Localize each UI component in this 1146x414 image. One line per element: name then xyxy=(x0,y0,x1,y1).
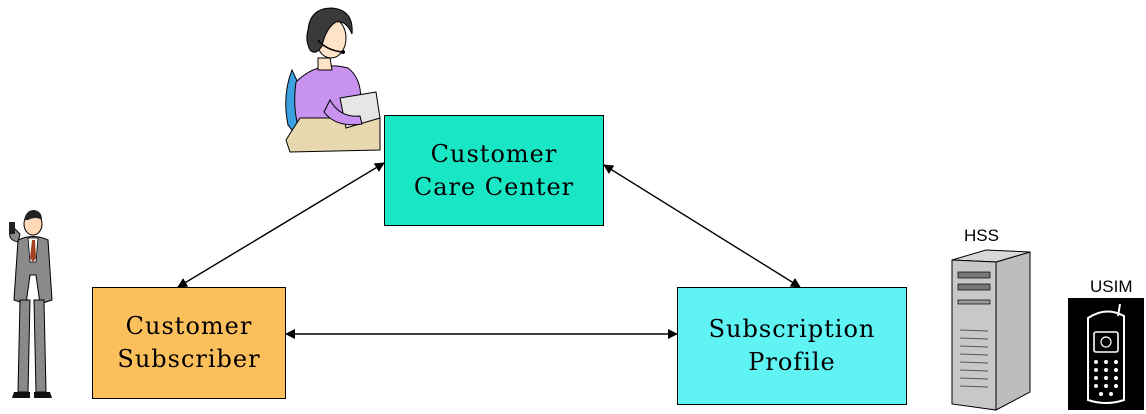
customer-subscriber-node: Customer Subscriber xyxy=(92,287,286,399)
profile-line1: Subscription xyxy=(708,315,876,343)
subscriber-line1: Customer xyxy=(125,312,253,340)
subscriber-line2: Subscriber xyxy=(117,345,261,373)
subscription-profile-node: Subscription Profile xyxy=(677,287,907,405)
care-center-line1: Customer xyxy=(430,139,558,168)
customer-care-center-node: Customer Care Center xyxy=(384,115,604,226)
arrow-care-subscriber xyxy=(177,162,385,288)
profile-line2: Profile xyxy=(748,348,836,376)
hss-label: HSS xyxy=(964,226,999,245)
care-center-line2: Care Center xyxy=(413,172,575,201)
usim-label: USIM xyxy=(1090,277,1133,296)
arrow-care-profile xyxy=(603,164,801,288)
